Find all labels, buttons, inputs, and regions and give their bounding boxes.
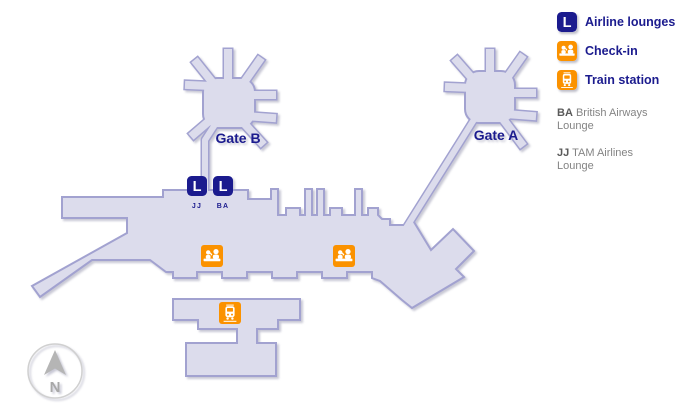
gate-b-pier [183, 47, 278, 150]
lounge-icon [213, 176, 233, 196]
legend: L Airline lounges Check-in [557, 12, 675, 187]
lounge-marker-jj: L [187, 176, 207, 196]
lounge-marker-ba-code: BA [217, 203, 230, 210]
legend-item-airline-lounges: L Airline lounges [557, 12, 675, 32]
svg-text:L: L [563, 15, 572, 31]
legend-item-checkin: Check-in [557, 41, 671, 61]
legend-note-text: TAM Airlines Lounge [557, 147, 634, 172]
svg-text:L: L [219, 179, 228, 195]
lounge-marker-jj-code: JJ [192, 203, 202, 210]
checkin-icon [201, 245, 223, 267]
lounge-icon: L [557, 12, 577, 32]
legend-label: Check-in [585, 44, 638, 58]
compass-north-arrow [44, 350, 66, 375]
legend-notes: BA British Airways Lounge JJ TAM Airline… [557, 107, 671, 173]
compass-n-label: N [50, 379, 61, 396]
legend-note-ba: BA British Airways Lounge [557, 107, 671, 133]
lounge-marker-ba: L [213, 176, 233, 196]
gate-b-label: Gate B [215, 130, 260, 146]
legend-note-code: BA [557, 107, 573, 119]
legend-note-text: British Airways Lounge [557, 107, 648, 132]
checkin-icon [557, 41, 577, 61]
legend-label: Train station [585, 73, 660, 87]
legend-note-jj: JJ TAM Airlines Lounge [557, 147, 671, 173]
lounge-icon [187, 176, 207, 196]
checkin-icon [333, 245, 355, 267]
checkin-marker-2 [333, 245, 355, 267]
train-marker [219, 302, 241, 324]
compass-ring [27, 343, 83, 399]
checkin-marker-1 [201, 245, 223, 267]
compass: N [27, 343, 83, 399]
svg-text:L: L [193, 179, 202, 195]
gate-a-corridor [403, 108, 483, 230]
train-icon [557, 70, 577, 90]
train-station-shape [172, 298, 301, 377]
legend-item-train-station: Train station [557, 70, 671, 90]
gate-a-label: Gate A [474, 127, 519, 143]
legend-label: Airline lounges [585, 15, 676, 29]
legend-note-code: JJ [557, 147, 570, 159]
main-terminal-shape [30, 188, 476, 310]
